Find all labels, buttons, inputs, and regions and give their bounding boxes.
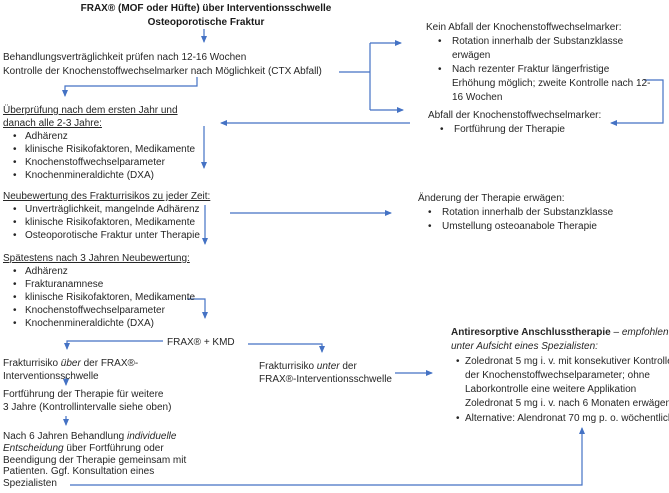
node-heading: Kein Abfall der Knochenstoffwechselmarke… (426, 22, 622, 33)
bullet-item: Fortführung der Therapie (428, 123, 601, 137)
node-marker-decline: Abfall der Knochenstoffwechselmarker: Fo… (428, 109, 601, 136)
bullet-list: Adhärenz klinische Risikofaktoren, Medik… (3, 130, 195, 182)
bullet-item: Nach rezenter Fraktur längerfristigeErhö… (426, 63, 650, 105)
bullet-item: Adhärenz (3, 265, 195, 278)
node-antiresorptive-therapy: Antiresorptive Anschlusstherapie – empfo… (451, 326, 669, 426)
bullet-item: Alternative: Alendronat 70 mg p. o. wöch… (451, 412, 669, 427)
node-tolerability-check: Behandlungsverträglichkeit prüfen nach 1… (3, 52, 322, 77)
node-reassessment-3-years: Spätestens nach 3 Jahren Neubewertung: A… (3, 252, 195, 330)
bullet-item: Adhärenz (3, 130, 195, 143)
node-heading: Neubewertung des Frakturrisikos zu jeder… (3, 191, 211, 202)
node-therapy-change: Änderung der Therapie erwägen: Rotation … (418, 192, 613, 234)
bullet-item: Osteoporotische Fraktur unter Therapie (3, 229, 210, 242)
bullet-item: Unverträglichkeit, mangelnde Adhärenz (3, 203, 210, 216)
node-risk-above-threshold: Frakturrisiko über der FRAX®-Interventio… (3, 358, 139, 382)
bullet-item: klinische Risikofaktoren, Medikamente (3, 216, 210, 229)
node-heading: Spätestens nach 3 Jahren Neubewertung: (3, 253, 190, 264)
bullet-item: Rotation innerhalb der Substanzklasseerw… (426, 35, 650, 63)
bullet-item: Knochenstoffwechselparameter (3, 156, 195, 169)
bullet-item: Umstellung osteoanabole Therapie (418, 220, 613, 234)
bullet-item: Knochenmineraldichte (DXA) (3, 317, 195, 330)
node-heading: Antiresorptive Anschlusstherapie – empfo… (451, 327, 669, 353)
bullet-list: Adhärenz Frakturanamnese klinische Risik… (3, 265, 195, 330)
bullet-item: klinische Risikofaktoren, Medikamente (3, 143, 195, 156)
bullet-list: Rotation innerhalb der Substanzklasse Um… (418, 206, 613, 234)
arrow-frax-kmd-to-risk-below (248, 343, 325, 353)
flowchart-title: FRAX® (MOF oder Hüfte) über Intervention… (80, 3, 332, 28)
node-heading: Abfall der Knochenstoffwechselmarker: (428, 110, 602, 121)
node-heading: Änderung der Therapie erwägen: (418, 193, 565, 204)
connector-tolerability-branch (339, 43, 371, 110)
arrow-tolerability-to-review (62, 77, 198, 97)
bullet-list: Zoledronat 5 mg i. v. mit konsekutiver K… (451, 355, 669, 427)
bullet-item: Zoledronat 5 mg i. v. mit konsekutiver K… (451, 355, 669, 412)
arrow-frax-kmd-to-risk-above (64, 340, 163, 350)
bullet-list: Fortführung der Therapie (428, 123, 601, 137)
bullet-item: Frakturanamnese (3, 278, 195, 291)
bullet-list: Rotation innerhalb der Substanzklasseerw… (426, 35, 650, 105)
node-frax-kmd: FRAX® + KMD (167, 337, 235, 348)
node-no-marker-decline: Kein Abfall der Knochenstoffwechselmarke… (426, 21, 650, 105)
bullet-list: Unverträglichkeit, mangelnde Adhärenz kl… (3, 203, 210, 242)
bullet-item: Rotation innerhalb der Substanzklasse (418, 206, 613, 220)
bullet-item: Knochenstoffwechselparameter (3, 304, 195, 317)
bullet-item: klinische Risikofaktoren, Medikamente (3, 291, 195, 304)
node-reassessment-anytime: Neubewertung des Frakturrisikos zu jeder… (3, 190, 210, 242)
bullet-item: Knochenmineraldichte (DXA) (3, 169, 195, 182)
